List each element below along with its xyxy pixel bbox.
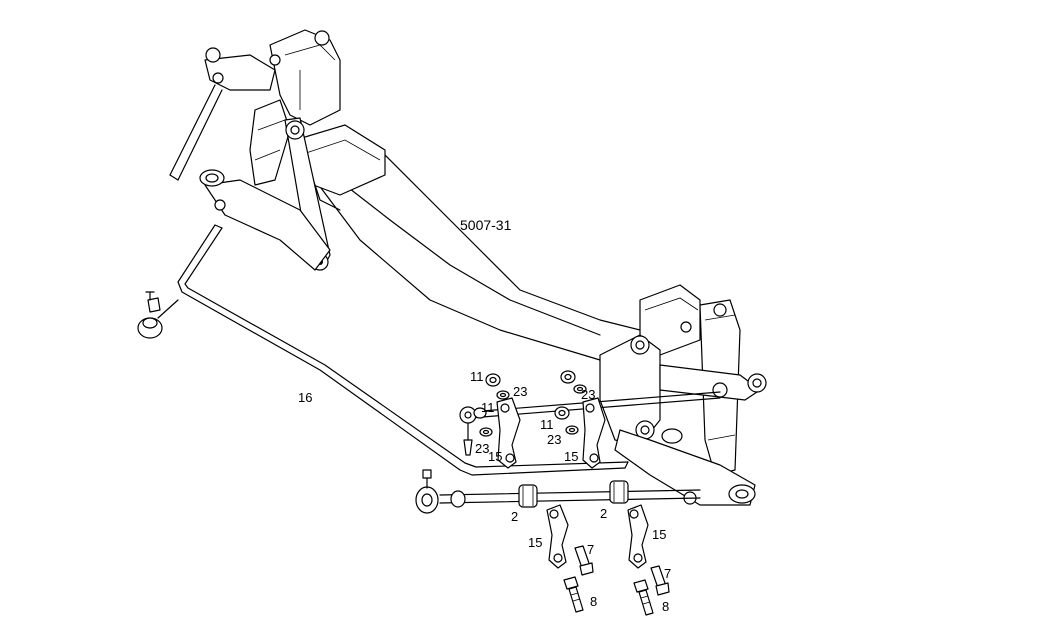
label-washer-b: 23 — [581, 387, 595, 402]
nut-b — [560, 370, 576, 384]
bushing-left — [518, 484, 538, 508]
label-bushing-right: 2 — [600, 506, 607, 521]
label-bolt-left: 8 — [590, 594, 597, 609]
label-washer-c: 23 — [475, 441, 489, 456]
nut-c — [554, 406, 570, 420]
label-bracket-upper-left: 15 — [488, 449, 502, 464]
label-screw-right: 7 — [664, 566, 671, 581]
label-nut-a: 11 — [470, 369, 484, 384]
label-washer-d: 23 — [547, 432, 561, 447]
label-bolt-right: 8 — [662, 599, 669, 614]
label-washer-a: 23 — [513, 384, 527, 399]
label-bushing-left: 2 — [511, 509, 518, 524]
axle-frame — [169, 29, 767, 506]
label-stabilizer-bar: 16 — [298, 390, 312, 405]
label-screw-left: 7 — [587, 542, 594, 557]
label-nut-b: 11 — [481, 400, 495, 415]
label-nut-c: 11 — [540, 417, 554, 432]
diagram-ref-code: 5007-31 — [460, 217, 512, 233]
nut-d — [473, 407, 487, 419]
stabilizer-bar — [137, 224, 629, 476]
label-bracket-lower-right: 15 — [652, 527, 666, 542]
bushing-right — [609, 480, 629, 504]
bracket-lower-right — [627, 504, 649, 569]
washer-c — [479, 427, 493, 437]
bracket-lower-left — [546, 504, 569, 569]
nut-a — [485, 373, 501, 387]
lower-rod — [415, 469, 701, 514]
screw-left — [574, 545, 594, 576]
washer-b — [573, 384, 587, 394]
bracket-upper-left — [496, 397, 521, 469]
bolt-right — [633, 579, 654, 616]
washer-a — [496, 390, 510, 400]
label-bracket-upper-right: 15 — [564, 449, 578, 464]
washer-d — [565, 425, 579, 435]
bracket-upper-right — [582, 397, 606, 469]
label-bracket-lower-left: 15 — [528, 535, 542, 550]
bolt-left — [563, 576, 584, 613]
screw-right — [650, 565, 670, 596]
